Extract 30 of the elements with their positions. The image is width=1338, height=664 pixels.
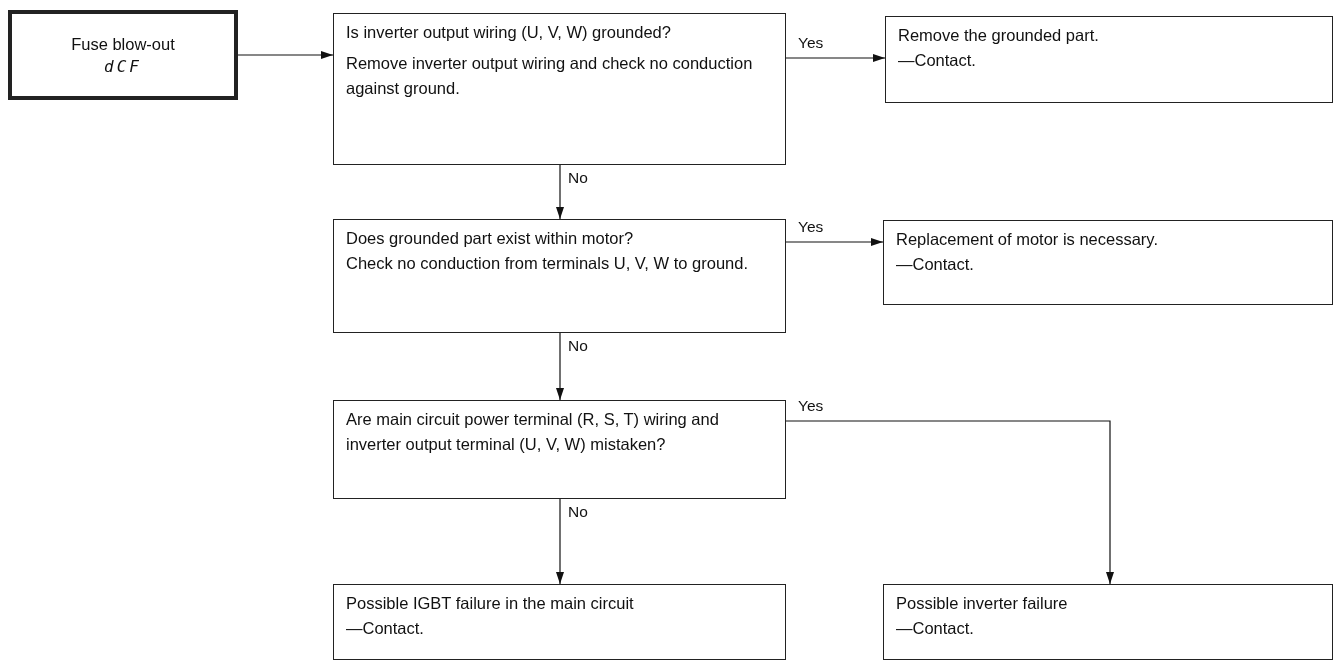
box-text: Check no conduction from terminals U, V, W to ground.: [346, 252, 748, 274]
arrow: [556, 332, 564, 401]
process-box: [883, 584, 1333, 660]
box-text: Is inverter output wiring (U, V, W) grounded?: [346, 22, 671, 43]
arrow: [785, 420, 1114, 585]
arrow: [785, 238, 884, 246]
process-box: [333, 584, 786, 660]
error-code: dCF: [104, 56, 142, 78]
box-text: Remove the grounded part.: [898, 25, 1099, 46]
box-text: —Contact.: [896, 253, 974, 275]
box-text: Possible inverter failure: [896, 593, 1068, 614]
box-text: Are main circuit power terminal (R, S, T) wiring and inverter output terminal (U, V, W) mistaken?: [346, 409, 720, 455]
arrow: [785, 54, 886, 62]
box-text: Fuse blow-out: [71, 34, 175, 56]
box-text: Possible IGBT failure in the main circuit: [346, 593, 634, 614]
process-box: [333, 219, 786, 333]
box-text: Replacement of motor is necessary.: [896, 229, 1158, 250]
arrow: [237, 51, 334, 59]
arrow: [556, 498, 564, 585]
process-box: [883, 220, 1333, 305]
box-text: Does grounded part exist within motor?: [346, 228, 634, 249]
error-box: [8, 10, 238, 100]
box-text: —Contact.: [898, 49, 976, 71]
box-text: —Contact.: [346, 617, 424, 639]
process-box: [885, 16, 1333, 103]
box-text: Remove inverter output wiring and check no conduction against ground.: [346, 52, 754, 99]
process-box: [333, 400, 786, 499]
arrow: [556, 164, 564, 220]
box-text: —Contact.: [896, 617, 974, 639]
process-box: [333, 13, 786, 165]
